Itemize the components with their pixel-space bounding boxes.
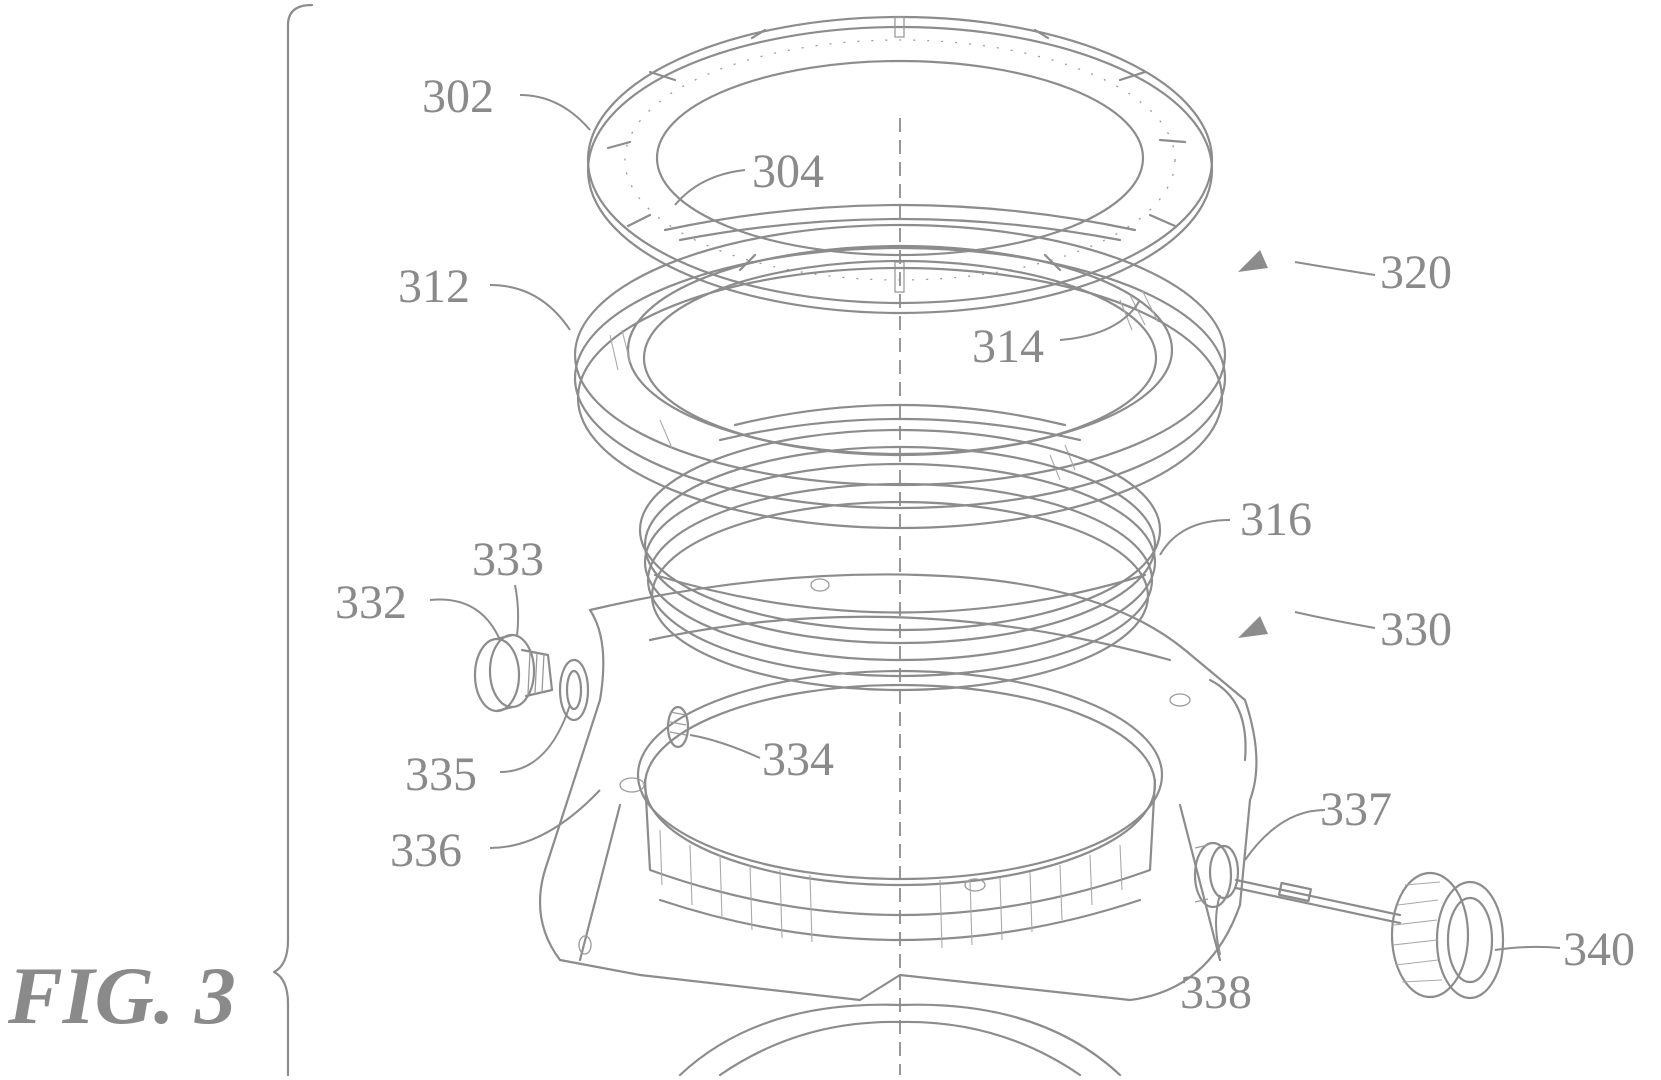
ref-335: 335: [405, 748, 477, 801]
case-hatching: [659, 829, 1123, 949]
grouping-brace: [272, 3, 314, 1077]
washer-335: [558, 658, 590, 722]
ref-334: 334: [762, 733, 834, 786]
watch-case-330: [538, 573, 1258, 1077]
ref-333: 333: [472, 533, 544, 586]
assembly-arrow-330: [1238, 616, 1268, 638]
crown-340: [1390, 871, 1505, 1000]
crown-tube-337: [1193, 841, 1240, 909]
threaded-hole-334: [666, 705, 690, 749]
middle-ring-hatching: [609, 289, 1159, 481]
ref-314: 314: [972, 320, 1044, 373]
bezel-ring-302: [586, 15, 1214, 315]
threaded-ring-316: [638, 428, 1162, 692]
ref-330: 330: [1380, 603, 1452, 656]
ref-332: 332: [335, 576, 407, 629]
ref-320: 320: [1380, 246, 1452, 299]
leader-lines: [429, 94, 1561, 956]
ref-304: 304: [752, 145, 824, 198]
ref-316: 316: [1240, 493, 1312, 546]
ref-338: 338: [1180, 966, 1252, 1019]
ref-312: 312: [398, 260, 470, 313]
crown-knurling: [1392, 881, 1443, 983]
screw-332: [473, 633, 554, 713]
bezel-markers: [606, 16, 1187, 293]
ref-340: 340: [1563, 923, 1635, 976]
ref-337: 337: [1320, 783, 1392, 836]
crown-stem: [1234, 878, 1402, 925]
ref-302: 302: [422, 70, 494, 123]
ref-336: 336: [390, 824, 462, 877]
figure-label: FIG. 3: [7, 950, 236, 1041]
assembly-arrow-320: [1238, 250, 1268, 272]
crystal-ring: [663, 203, 1137, 242]
